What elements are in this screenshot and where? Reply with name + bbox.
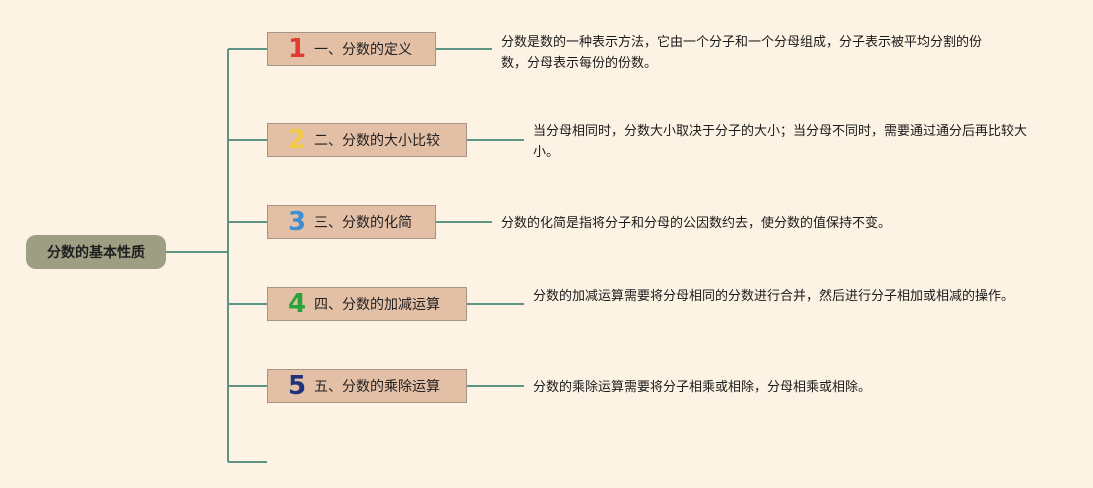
branch-desc-1: 分数是数的一种表示方法，它由一个分子和一个分母组成，分子表示被平均分割的份数，分… [501, 35, 983, 71]
branch-node-5[interactable]: 5 五、分数的乘除运算 [267, 369, 467, 403]
branch-label-4: 四、分数的加减运算 [314, 297, 440, 313]
branch-desc-5: 分数的乘除运算需要将分子相乘或相除，分母相乘或相除。 [533, 380, 872, 395]
branch-node-2[interactable]: 2 二、分数的大小比较 [267, 123, 467, 157]
number-5-icon: 5 [287, 371, 307, 401]
branch-node-1[interactable]: 1 一、分数的定义 [267, 32, 436, 66]
number-3-icon: 3 [287, 207, 307, 237]
branch-node-4[interactable]: 4 四、分数的加减运算 [267, 287, 467, 321]
branch-label-1: 一、分数的定义 [314, 42, 412, 58]
branch-label-3: 三、分数的化简 [314, 215, 412, 231]
branch-desc-3: 分数的化简是指将分子和分母的公因数约去，使分数的值保持不变。 [501, 216, 892, 231]
number-4-icon: 4 [287, 289, 307, 319]
branch-label-5: 五、分数的乘除运算 [314, 379, 440, 395]
branch-node-3[interactable]: 3 三、分数的化简 [267, 205, 436, 239]
root-node[interactable]: 分数的基本性质 [26, 235, 166, 269]
branch-desc-4: 分数的加减运算需要将分母相同的分数进行合并，然后进行分子相加或相减的操作。 [533, 289, 1015, 304]
number-1-icon: 1 [287, 34, 307, 64]
branch-label-2: 二、分数的大小比较 [314, 133, 440, 149]
root-label: 分数的基本性质 [47, 245, 145, 261]
number-2-icon: 2 [287, 125, 307, 155]
branch-desc-2: 当分母相同时，分数大小取决于分子的大小；当分母不同时，需要通过通分后再比较大小。 [533, 124, 1028, 160]
